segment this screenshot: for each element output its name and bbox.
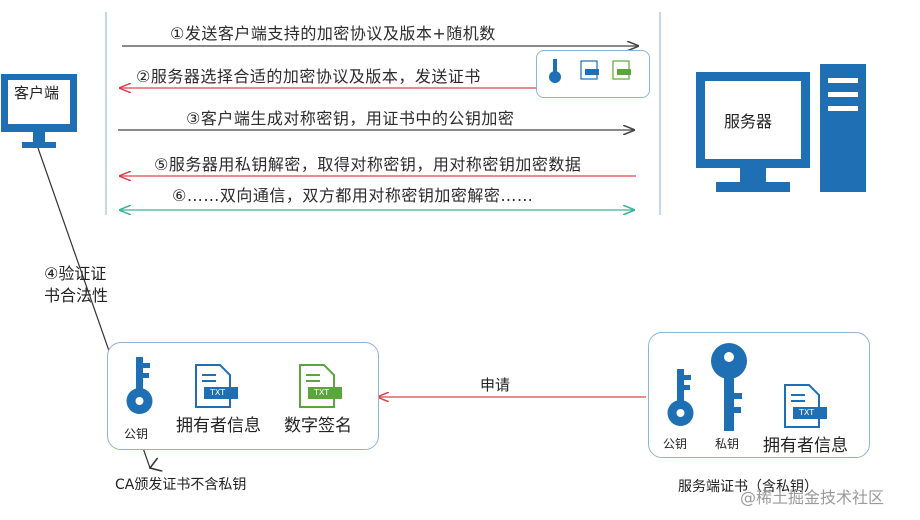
server-certificate-box: 公钥 私钥 TXT 拥有者信息 <box>648 332 870 458</box>
ca-signature-tag: TXT <box>314 388 330 397</box>
verify-label-line2: 书合法性 <box>44 286 109 305</box>
step6-text: ⑥……双向通信，双方都用对称密钥加密解密…… <box>172 186 534 205</box>
client-label: 客户端 <box>14 84 60 102</box>
key-icon <box>126 357 153 414</box>
mini-certificate <box>536 50 650 98</box>
mini-key-icon <box>549 71 561 83</box>
signature-icon: TXT <box>298 363 344 409</box>
server-owner-info-label: 拥有者信息 <box>763 436 848 456</box>
server-document-icon: TXT <box>783 383 829 429</box>
server-caption: 服务端证书（含私钥） <box>678 479 818 495</box>
watermark: @稀土掘金技术社区 <box>740 488 885 507</box>
public-key-icon <box>667 369 694 426</box>
step1-text: ①发送客户端支持的加密协议及版本+随机数 <box>170 24 496 43</box>
client-computer: 客户端 <box>0 72 80 162</box>
private-key-icon <box>711 343 747 431</box>
ca-signature-label: 数字签名 <box>284 416 352 436</box>
server-computer: 服务器 <box>696 60 906 200</box>
server-label: 服务器 <box>724 112 773 131</box>
verify-label-line1: ④验证证 <box>44 264 107 283</box>
monitor-icon <box>1 74 77 148</box>
ca-doc-tag: TXT <box>210 388 226 397</box>
document-icon: TXT <box>194 363 238 409</box>
server-private-key-label: 私钥 <box>715 437 740 451</box>
server-icon <box>696 64 866 192</box>
step2-text: ②服务器选择合适的加密协议及版本，发送证书 <box>136 67 481 86</box>
server-doc-tag: TXT <box>799 408 815 417</box>
ca-public-key-label: 公钥 <box>124 427 149 441</box>
apply-label: 申请 <box>480 376 511 394</box>
step3-text: ③客户端生成对称密钥，用证书中的公钥加密 <box>186 109 515 128</box>
ca-owner-info-label: 拥有者信息 <box>176 416 261 436</box>
server-public-key-label: 公钥 <box>663 437 688 451</box>
step5-text: ⑤服务器用私钥解密，取得对称密钥，用对称密钥加密数据 <box>154 155 582 174</box>
ca-caption: CA颁发证书不含私钥 <box>115 477 247 493</box>
ca-certificate-box: 公钥 TXT 拥有者信息 TXT 数字签名 <box>107 342 379 450</box>
